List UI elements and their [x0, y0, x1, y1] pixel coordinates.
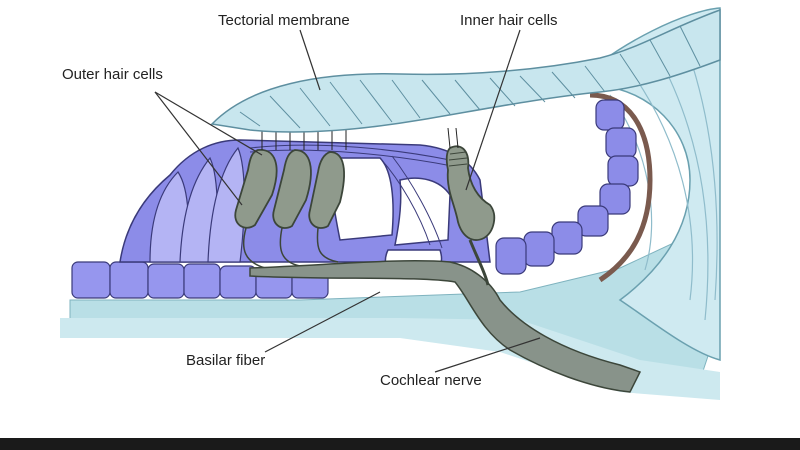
basilar-lower-sheet [60, 318, 720, 400]
leader-outer-hair-b [154, 91, 243, 206]
tectorial-membrane-fibers [239, 25, 701, 129]
spiral-limbus-streaks [609, 29, 718, 321]
outer-hair-cell-2 [272, 149, 312, 229]
reticular-fibers [249, 144, 453, 249]
tectorial-membrane-shape [210, 8, 721, 133]
outer-hair-cell-nerve-fibers [242, 227, 339, 269]
space-of-nuel [394, 177, 451, 246]
inner-sulcus-cells [495, 99, 639, 275]
bottom-bar [0, 438, 800, 450]
leader-basilar [264, 291, 381, 353]
outer-hair-cell-3 [308, 151, 345, 229]
label-cochlear-nerve: Cochlear nerve [380, 372, 482, 389]
label-outer-hair-cells: Outer hair cells [62, 66, 163, 83]
leader-tectorial [299, 29, 321, 91]
leader-lines [154, 29, 541, 373]
label-basilar-fiber: Basilar fiber [186, 352, 266, 369]
label-tectorial-membrane: Tectorial membrane [218, 12, 350, 29]
spiral-limbus [567, 7, 721, 361]
cochlear-nerve-bundle [249, 260, 642, 393]
inner-nerve-branch [468, 239, 490, 286]
outer-hair-cell-1 [234, 149, 278, 229]
leader-outer-hair-a [154, 91, 263, 156]
supporting-cell-columns [149, 146, 245, 263]
basal-cell-row [71, 261, 329, 299]
inner-hair-cell [445, 145, 496, 241]
leader-cochlear [434, 337, 541, 373]
outer-hair-cells-group [234, 149, 345, 229]
label-inner-hair-cells: Inner hair cells [460, 12, 558, 29]
leader-inner-hair [465, 29, 521, 191]
inner-hair-cell-stripes [448, 151, 468, 167]
